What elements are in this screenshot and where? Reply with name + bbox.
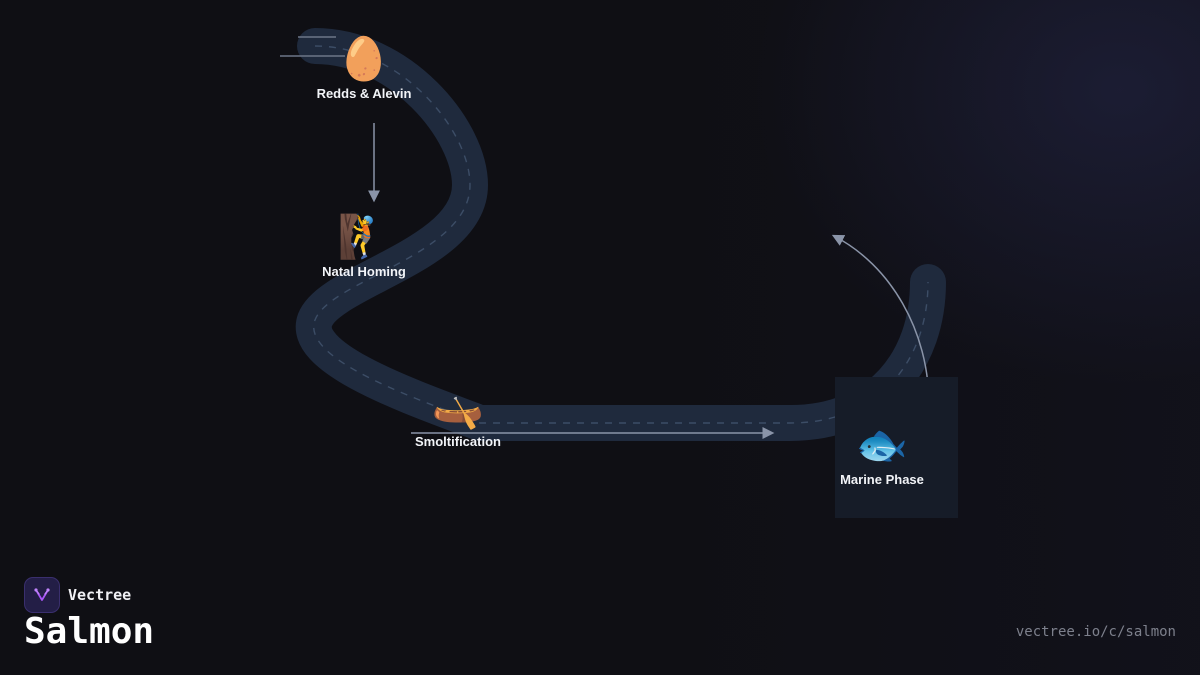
marine-phase-panel (835, 377, 958, 518)
node-natal-homing[interactable]: 🧗 Natal Homing (304, 212, 424, 280)
node-label: Redds & Alevin (316, 86, 412, 101)
node-label: Smoltification (415, 434, 501, 449)
climber-icon: 🧗 (337, 212, 391, 261)
page-title: Salmon (24, 611, 155, 652)
canoe-icon: 🛶 (431, 382, 485, 431)
node-redds-alevin[interactable]: 🥚 Redds & Alevin (304, 34, 424, 102)
node-label: Marine Phase (840, 472, 924, 487)
footer-url[interactable]: vectree.io/c/salmon (1015, 624, 1176, 640)
fish-icon: 🐟 (855, 420, 909, 469)
egg-icon: 🥚 (337, 34, 391, 83)
node-smoltification[interactable]: 🛶 Smoltification (398, 382, 518, 450)
vectree-logo-icon (24, 577, 60, 613)
node-label: Natal Homing (322, 264, 406, 279)
brand-name: Vectree (68, 586, 132, 604)
node-marine-phase[interactable]: 🐟 Marine Phase (822, 420, 942, 488)
brand[interactable]: Vectree (24, 577, 131, 613)
